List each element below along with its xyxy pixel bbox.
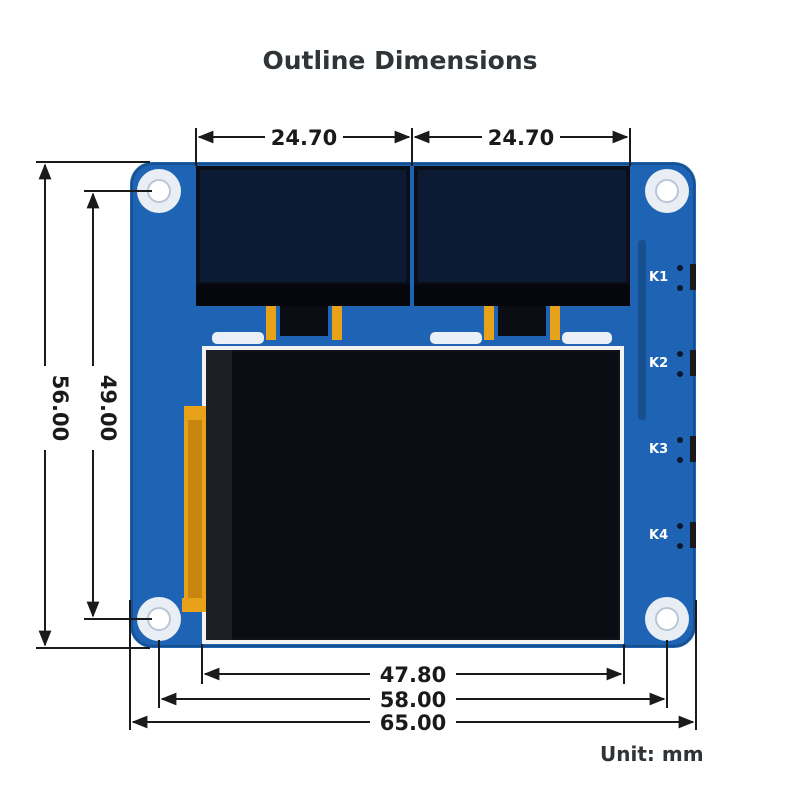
board-width-label: 65.00 (380, 711, 446, 735)
dimension-hole-horizontal: 58.00 (160, 688, 666, 712)
oled-right-width-label: 24.70 (488, 126, 554, 150)
page-title: Outline Dimensions (262, 46, 538, 75)
dimension-oled-left: 24.70 (197, 126, 411, 150)
dimension-oled-right: 24.70 (413, 126, 629, 150)
key-k2[interactable]: K2 (649, 350, 696, 377)
dimension-board-height: 56.00 (38, 163, 72, 647)
dimension-hole-vertical: 49.00 (86, 192, 120, 618)
key-k4-label: K4 (649, 528, 668, 543)
unit-label: Unit: mm (600, 742, 704, 766)
key-k3-label: K3 (649, 442, 668, 457)
key-k3[interactable]: K3 (649, 436, 696, 463)
mounting-hole-top-right (645, 169, 689, 213)
dimension-lcd-width: 47.80 (203, 663, 623, 687)
dimension-board-width: 65.00 (131, 711, 695, 735)
oled-left-width-label: 24.70 (271, 126, 337, 150)
key-k4[interactable]: K4 (649, 522, 696, 549)
hole-spacing-horizontal-label: 58.00 (380, 688, 446, 712)
mounting-hole-bottom-right (645, 597, 689, 641)
key-k1[interactable]: K1 (649, 264, 696, 291)
lcd-width-label: 47.80 (380, 663, 446, 687)
hole-spacing-vertical-label: 49.00 (96, 375, 120, 441)
key-k1-label: K1 (649, 270, 668, 285)
lcd-display (182, 346, 624, 644)
oled-display-left (196, 166, 410, 340)
key-k2-label: K2 (649, 356, 668, 371)
mounting-hole-bottom-left (137, 597, 181, 641)
oled-display-right (414, 166, 630, 340)
mounting-hole-top-left (137, 169, 181, 213)
board-height-label: 56.00 (48, 375, 72, 441)
